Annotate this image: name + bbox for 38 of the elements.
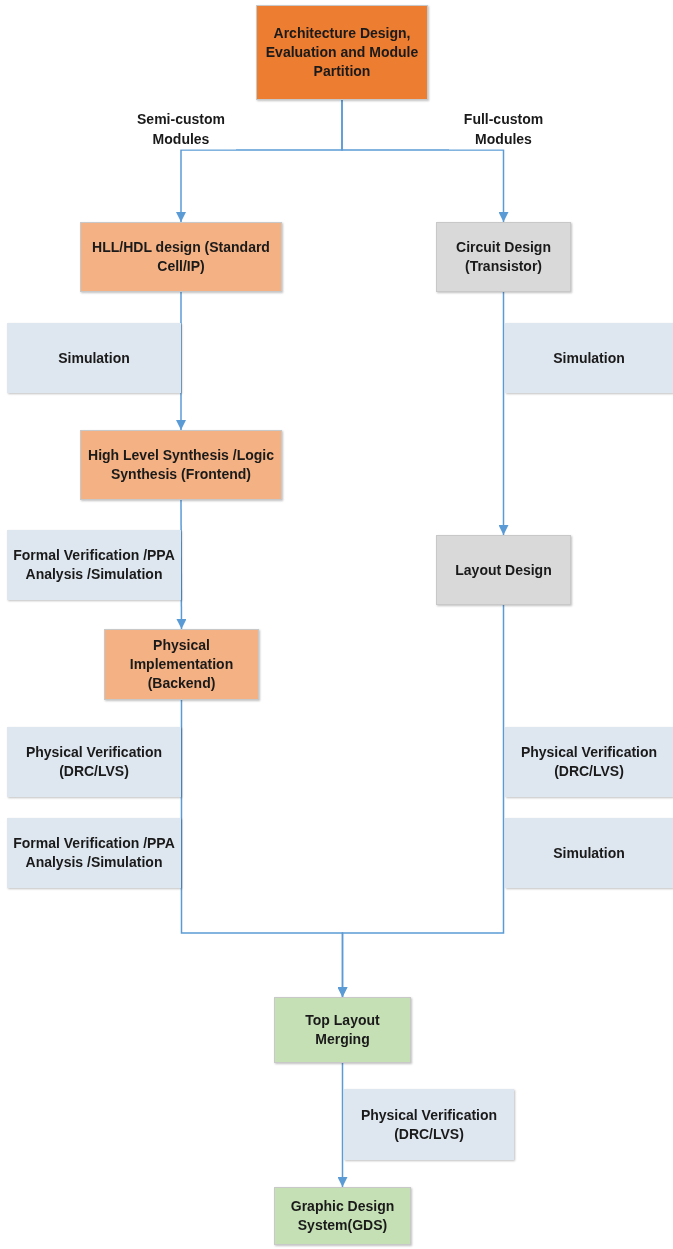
node-text: Circuit Design (Transistor) (455, 238, 552, 276)
process-box (80, 222, 282, 292)
node-text: High Level Synthesis /Logic Synthesis (Frontend) (87, 446, 275, 484)
node-text: Physical Verification (DRC/LVS) (24, 743, 164, 781)
node-text: Simulation (553, 843, 625, 863)
node-text: Simulation (553, 348, 625, 368)
arrow (176, 499, 187, 630)
node-text: Physical Implementation (Backend) (128, 636, 235, 693)
process-box (274, 997, 411, 1063)
process-box (256, 5, 428, 100)
node-text: Graphic Design System(GDS) (289, 1197, 396, 1235)
node-text: Simulation (58, 348, 130, 368)
arrow (498, 291, 509, 536)
process-box (274, 1187, 411, 1245)
step-panel (7, 818, 181, 888)
arrow (337, 604, 505, 998)
node-text: Top Layout Merging (304, 1011, 381, 1049)
step-panel (7, 323, 181, 393)
arrow (176, 291, 186, 431)
node-text: Formal Verification /PPA Analysis /Simulation (12, 546, 176, 584)
node-text: Physical Verification (DRC/LVS) (519, 743, 659, 781)
process-box (436, 535, 571, 605)
arrow (337, 1062, 348, 1188)
step-panel (7, 530, 181, 600)
process-box (104, 629, 259, 700)
node-text: Architecture Design, Evaluation and Module Partition (264, 24, 420, 81)
step-panel (7, 727, 181, 797)
process-box (80, 430, 282, 500)
step-panel (505, 818, 673, 888)
arrow (341, 99, 509, 223)
process-box (436, 222, 571, 292)
node-text: HLL/HDL design (Standard Cell/IP) (91, 238, 271, 276)
node-text: Layout Design (455, 560, 552, 580)
step-panel (344, 1089, 514, 1160)
node-text: Physical Verification (DRC/LVS) (359, 1105, 499, 1144)
node-text: Formal Verification /PPA Analysis /Simulation (12, 834, 176, 872)
step-panel (505, 323, 673, 393)
step-panel (505, 727, 673, 797)
